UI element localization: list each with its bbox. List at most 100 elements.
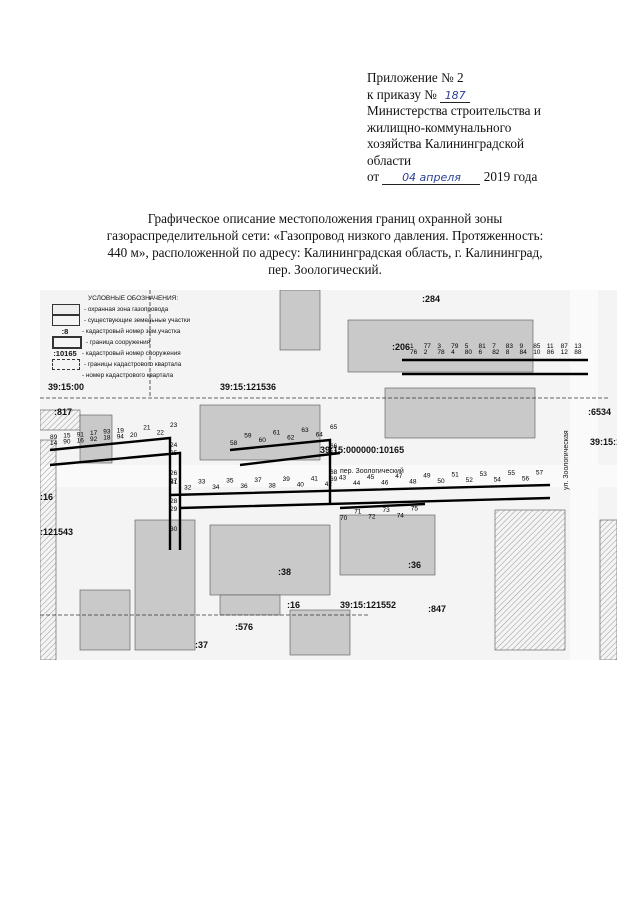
pipeline-point-label: 12 (561, 349, 569, 356)
pipeline-point-label: 65 (330, 424, 338, 431)
legend-item: :8- кадастровый номер зем.участка (52, 326, 217, 337)
pipeline-point-label: 27 (170, 478, 178, 485)
pipeline-point-label: 25 (170, 450, 178, 457)
legend-item: - номер кадастрового квартала (52, 370, 217, 381)
pipeline-point-label: 69 (330, 476, 338, 483)
ministry-line-4: области (367, 152, 412, 168)
pipeline-point-label: 88 (574, 349, 582, 356)
pipeline-point-label: 22 (157, 429, 165, 436)
document-title: Графическое описание местоположения гран… (60, 210, 590, 278)
pipeline-point-label: 47 (395, 473, 403, 480)
pipeline-point-label: 13 (574, 343, 582, 350)
pipeline-point-label: 35 (226, 478, 234, 485)
pipeline-point-label: 5 (465, 343, 469, 350)
legend-title: УСЛОВНЫЕ ОБОЗНАЧЕНИЯ: (88, 295, 179, 302)
legend-item: - охранная зона газопровода (52, 304, 217, 315)
parcel-label: :16 (287, 600, 300, 610)
parcel-label: :16 (40, 492, 53, 502)
pipeline-point-label: 15 (63, 433, 71, 440)
pipeline-point-label: 18 (103, 435, 111, 442)
order-prefix: к приказу № (367, 86, 437, 102)
pipeline-point-label: 4 (451, 349, 455, 356)
pipeline-point-label: 14 (50, 440, 58, 447)
legend-symbol (52, 304, 80, 315)
title-line-2: газораспределительной сети: «Газопровод … (106, 228, 544, 243)
pipeline-point-label: 84 (520, 349, 528, 356)
parcel-label: :37 (195, 640, 208, 650)
quarter-label: :121543 (40, 527, 73, 537)
pipeline-point-label: 63 (301, 427, 309, 434)
pipeline-point-label: 79 (451, 343, 459, 350)
pipeline-point-label: 92 (90, 436, 98, 443)
quarter-label: 39:15:1 (590, 437, 617, 447)
pipeline-point-label: 61 (273, 430, 281, 437)
ministry-line-1: Министерства строительства и (367, 103, 541, 118)
pipeline-point-label: 54 (494, 477, 502, 484)
street-label-vertical: ул. Зоологическая (563, 430, 570, 490)
pipeline-point-label: 33 (198, 478, 206, 485)
pipeline-point-label: 40 (297, 482, 305, 489)
quarter-label: 39:15:121552 (340, 600, 396, 610)
pipeline-point-label: 37 (254, 477, 262, 484)
appendix-title: Приложение № 2 (367, 70, 464, 85)
legend-symbol (52, 336, 82, 349)
pipeline-point-label: 17 (90, 430, 98, 437)
pipeline-point-label: 41 (311, 475, 319, 482)
pipeline-point-label: 3 (437, 343, 441, 350)
pipeline-point-label: 70 (340, 515, 348, 522)
legend-item: - существующие земельные участки (52, 315, 217, 326)
title-line-4: пер. Зоологический. (268, 262, 382, 277)
structure-label: 39:15:000000:10165 (320, 445, 404, 455)
pipeline-point-label: 16 (77, 437, 85, 444)
map-legend: УСЛОВНЫЕ ОБОЗНАЧЕНИЯ: - охранная зона га… (52, 293, 217, 381)
legend-symbol (52, 371, 78, 380)
pipeline-point-label: 48 (409, 479, 417, 486)
pipeline-point-label: 62 (287, 434, 295, 441)
pipeline-point-label: 10 (533, 349, 541, 356)
pipeline-point-label: 51 (452, 472, 460, 479)
pipeline-point-label: 74 (397, 512, 405, 519)
pipeline-point-label: 30 (170, 526, 178, 533)
pipeline-point-label: 85 (533, 343, 541, 350)
parcel-label: :847 (428, 604, 446, 614)
order-date: 04 апреля (382, 171, 481, 185)
pipeline-point-label: 24 (170, 442, 178, 449)
gas-pipeline (49, 358, 588, 550)
pipeline-point-label: 6 (479, 349, 483, 356)
pipeline-point-label: 71 (354, 508, 362, 515)
pipeline-point-label: 31 (170, 479, 178, 486)
pipeline-point-label: 82 (492, 349, 500, 356)
pipeline-point-label: 91 (77, 431, 85, 438)
pipeline-point-label: 20 (130, 432, 138, 439)
pipeline-point-label: 46 (381, 479, 389, 486)
parcel-label: :284 (422, 294, 440, 304)
pipeline-point-label: 83 (506, 343, 514, 350)
order-number-line: к приказу № 187 (367, 87, 627, 104)
legend-symbol (52, 359, 80, 370)
pipeline-point-label: 34 (212, 484, 220, 491)
pipeline-point-label: 67 (330, 450, 338, 457)
pipeline-point-label: 19 (117, 427, 125, 434)
order-header: Приложение № 2 к приказу № 187 Министерс… (367, 70, 627, 186)
pipeline-point-label: 21 (143, 425, 151, 432)
date-year: 2019 года (483, 169, 538, 184)
pipeline-point-label: 56 (522, 476, 530, 483)
pipeline-point-label: 49 (423, 472, 431, 479)
pipeline-point-label: 77 (424, 343, 432, 350)
order-date-line: от 04 апреля 2019 года (367, 169, 627, 186)
pipeline-point-label: 8 (506, 349, 510, 356)
pipeline-point-label: 75 (411, 506, 419, 513)
pipeline-point-label: 39 (283, 476, 291, 483)
parcel-label: :38 (278, 567, 291, 577)
pipeline-point-label: 45 (367, 474, 375, 481)
pipeline-point-label: 42 (325, 481, 333, 488)
pipeline-point-label: 58 (230, 440, 238, 447)
pipeline-point-label: 43 (339, 475, 347, 482)
pipeline-point-label: 76 (410, 349, 418, 356)
pipeline-point-label: 59 (244, 433, 252, 440)
pipeline-point-label: 72 (368, 514, 376, 521)
parcel-label: :6534 (588, 407, 611, 417)
pipeline-point-label: 28 (170, 498, 178, 505)
parcels-group (40, 290, 617, 660)
quarter-label: 39:15:00 (48, 382, 84, 392)
